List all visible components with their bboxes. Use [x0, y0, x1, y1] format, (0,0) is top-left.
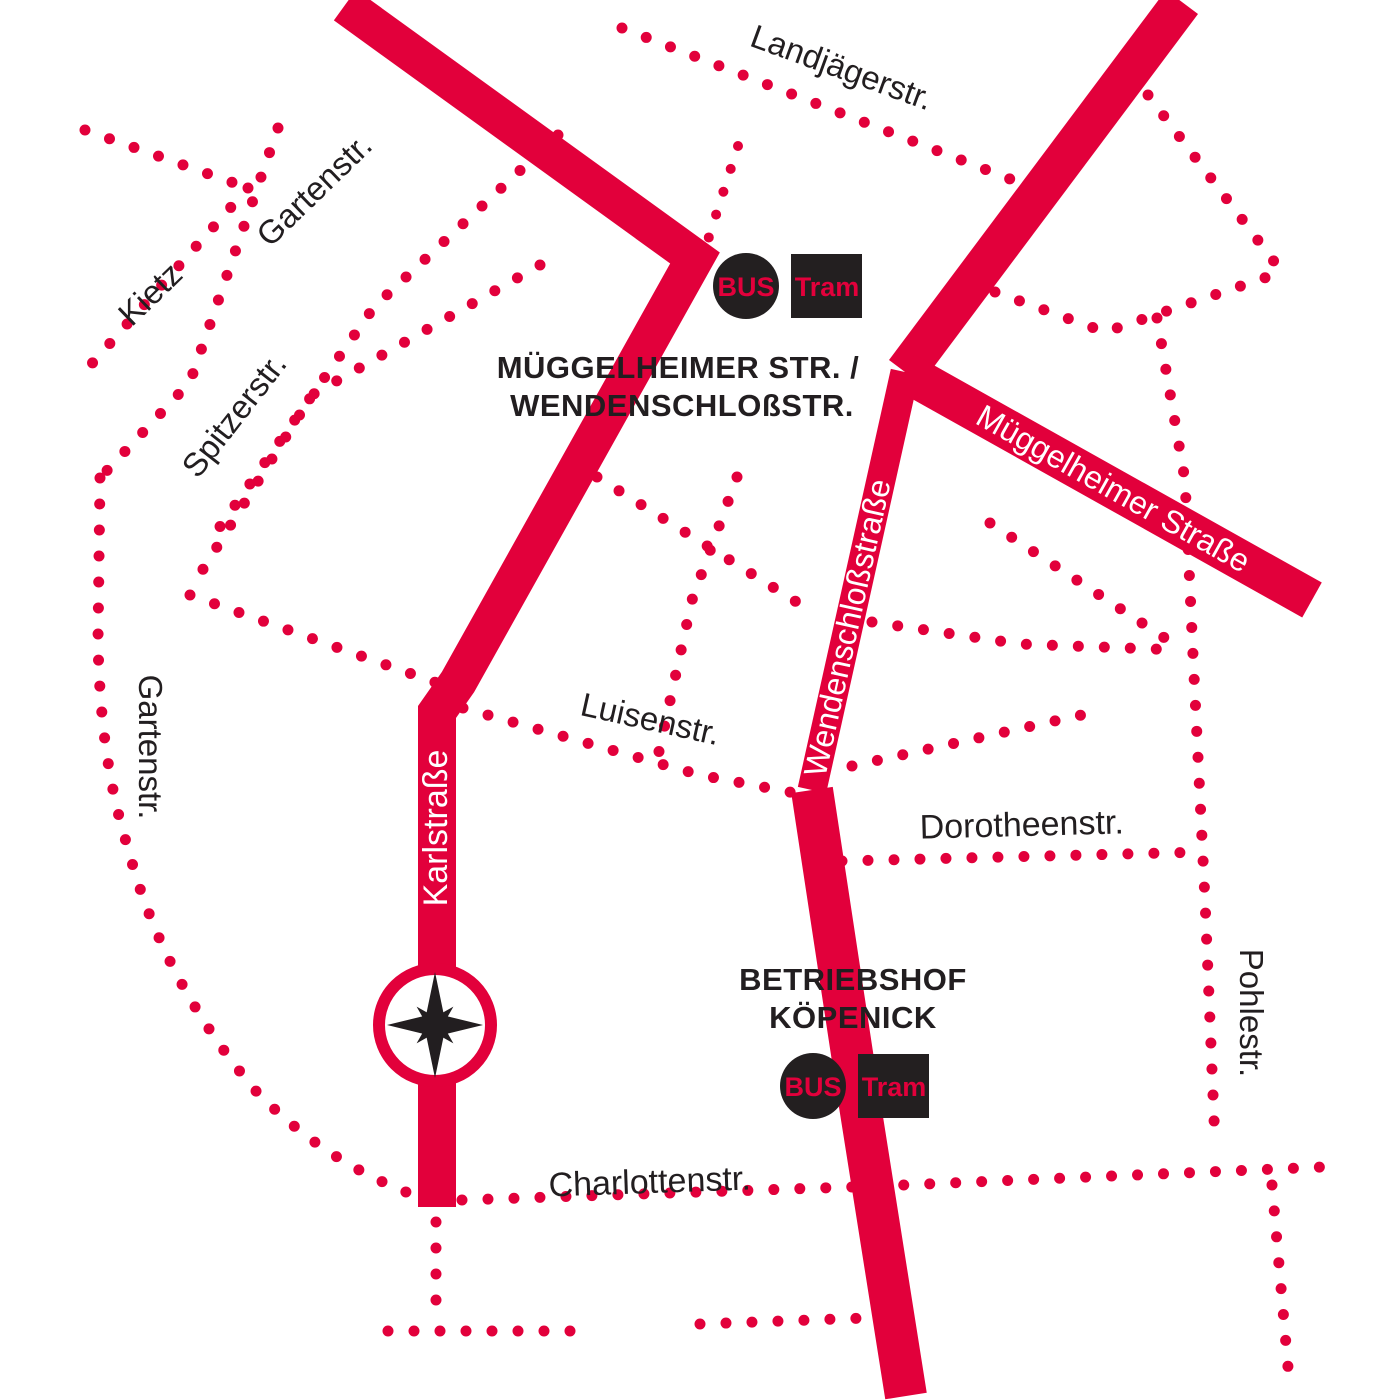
- dotted-street-spitzerstr: [184, 259, 546, 596]
- route-karlstrasse: [333, 0, 720, 1207]
- compass-star-main: [387, 972, 483, 1078]
- dotted-street-bottom-mid: [694, 1312, 871, 1330]
- dotted-street-landjaegerstr: [616, 22, 1034, 192]
- bus-badge-circle[interactable]: [780, 1053, 846, 1119]
- stop-name-line1: MÜGGELHEIMER STR. /: [497, 350, 860, 385]
- bus-badge[interactable]: BUS: [713, 253, 779, 319]
- street-label-gartenstr-left: Gartenstr.: [132, 675, 169, 820]
- tram-badge-label: Tram: [795, 272, 860, 302]
- street-label-landjaegerstr: Landjägerstr.: [746, 17, 938, 117]
- dotted-street-luisenstr: [457, 702, 806, 800]
- dotted-street-to-karlstrasse: [184, 589, 443, 689]
- stop-mueggelheimer-wendenschloss: MÜGGELHEIMER STR. / WENDENSCHLOßSTR. BUS…: [497, 253, 862, 423]
- route-wendenschloss-mid: [797, 368, 920, 794]
- dotted-street-topright-cross: [989, 266, 1288, 338]
- dotted-street-mid-diagonal-east: [866, 616, 1186, 656]
- dotted-street-gartenstr: [206, 129, 564, 544]
- compass-rose: [373, 963, 497, 1087]
- street-label-luisenstr: Luisenstr.: [578, 685, 724, 752]
- tram-badge[interactable]: Tram: [791, 254, 862, 318]
- tram-badge-label: Tram: [862, 1072, 927, 1102]
- dotted-street-topright-diagonal: [1142, 89, 1288, 278]
- street-label-spitzerstr: Spitzerstr.: [174, 346, 293, 484]
- dotted-street-dorotheenstr: [836, 846, 1211, 867]
- dotted-street-top-vertical: [687, 141, 743, 295]
- dotted-street-bottom-right-vertical: [1266, 1179, 1296, 1396]
- dotted-street-mid-vertical: [652, 471, 743, 762]
- stop-name-line2: WENDENSCHLOßSTR.: [510, 388, 854, 423]
- dotted-street-left-curve: [92, 472, 443, 1209]
- dotted-street-upper-dorotheen: [846, 706, 1101, 772]
- bus-badge-label: BUS: [784, 1072, 841, 1102]
- stop-name-line2: KÖPENICK: [769, 1000, 937, 1035]
- street-labels: Landjägerstr. Gartenstr. Kietz Spitzerst…: [111, 17, 1270, 1204]
- stop-betriebshof-koepenick: BETRIEBSHOF KÖPENICK BUS Tram: [739, 962, 967, 1119]
- tram-badge[interactable]: Tram: [858, 1054, 929, 1118]
- street-label-mueggelheimer-strasse: Müggelheimer Straße: [970, 397, 1256, 579]
- route-mueggelheimer-strasse: [895, 354, 1322, 618]
- street-label-dorotheenstr: Dorotheenstr.: [919, 803, 1124, 846]
- stop-name-line1: BETRIEBSHOF: [739, 962, 967, 997]
- dotted-street-topleft: [79, 124, 254, 194]
- bus-badge[interactable]: BUS: [780, 1053, 846, 1119]
- route-wendenschloss-upper: [888, 0, 1199, 384]
- dotted-street-pohlestr: [1151, 312, 1221, 1149]
- street-label-karlstrasse: Karlstraße: [417, 750, 455, 907]
- dotted-street-mid-diagonal: [591, 471, 809, 612]
- bus-badge-circle[interactable]: [713, 253, 779, 319]
- street-label-gartenstr-top: Gartenstr.: [249, 126, 379, 253]
- dotted-street-mueggelheimer-south: [984, 517, 1186, 654]
- street-label-charlottenstr: Charlottenstr.: [548, 1159, 751, 1204]
- tram-badge-square[interactable]: [791, 254, 862, 318]
- street-label-pohlestr: Pohlestr.: [1233, 949, 1270, 1077]
- tram-badge-square[interactable]: [858, 1054, 929, 1118]
- street-label-wendenschlossstrasse: Wendenschloßstraße: [797, 476, 898, 780]
- bus-badge-label: BUS: [717, 272, 774, 302]
